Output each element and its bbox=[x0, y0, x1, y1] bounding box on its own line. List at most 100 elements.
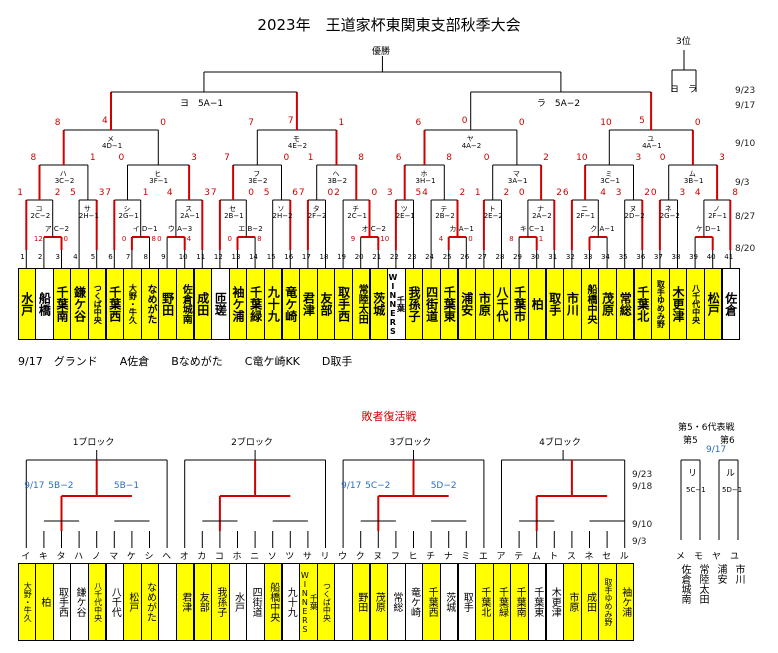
rep-side-kana: ヤ bbox=[712, 552, 722, 562]
rep-kana: ル bbox=[619, 552, 629, 562]
team-number: 36 bbox=[636, 253, 646, 261]
team-name: 取手ゆめみ野 bbox=[656, 280, 666, 328]
team-cell: 佐倉城南 bbox=[175, 268, 195, 340]
round-date: 9/3 bbox=[735, 178, 750, 188]
r16-code: 3E−2 bbox=[248, 177, 268, 185]
rep-kana: ウ bbox=[338, 552, 348, 562]
rep-side-team-name: 常陸太田 bbox=[697, 564, 708, 604]
rep-date: 9/18 bbox=[632, 482, 653, 492]
r32-code: タ bbox=[312, 205, 320, 213]
rep-team-name: 木更津 bbox=[549, 587, 561, 617]
team-number: 14 bbox=[249, 253, 259, 261]
rep-kana: テ bbox=[514, 552, 524, 562]
r32-score: 2 bbox=[459, 188, 466, 198]
team-cell: 匝瑳 bbox=[211, 268, 230, 340]
qf-code: モ bbox=[292, 135, 300, 143]
team-number: 35 bbox=[618, 253, 628, 261]
qf-code: 4D−1 bbox=[102, 142, 123, 150]
team-number: 2 bbox=[37, 253, 43, 261]
rep-team-cell: 茂原 bbox=[369, 563, 389, 641]
round-date: 9/17 bbox=[735, 101, 756, 111]
team-name: 野田 bbox=[160, 292, 175, 316]
team-number: 34 bbox=[601, 253, 611, 261]
team-number: 19 bbox=[337, 253, 347, 261]
score: 0 bbox=[157, 235, 162, 243]
rep-team-cell: 木更津 bbox=[545, 563, 565, 641]
team-number: 17 bbox=[301, 253, 311, 261]
qf-score: 10 bbox=[600, 118, 612, 128]
r1-code: ケ D−1 bbox=[695, 225, 721, 233]
r32-score: 8 bbox=[732, 188, 739, 198]
rep-date: 9/3 bbox=[632, 537, 647, 547]
r16-score: 3 bbox=[635, 153, 642, 163]
third-place-label: 3位 bbox=[676, 37, 691, 47]
r16-code: 3C−2 bbox=[54, 177, 75, 185]
r32-code: ソ bbox=[277, 205, 285, 213]
team-number: 7 bbox=[125, 253, 131, 261]
team-number: 21 bbox=[372, 253, 382, 261]
score: 8 bbox=[509, 235, 514, 243]
r32-code: サ bbox=[83, 205, 91, 213]
r32-code: 2E−2 bbox=[483, 212, 503, 220]
qf-score: 1 bbox=[338, 118, 345, 128]
rep-team-cell: 八千代中央 bbox=[87, 563, 107, 641]
team-name: 船橋中央 bbox=[584, 284, 596, 324]
rep-kana: ト bbox=[549, 552, 559, 562]
rep-side-team: ル bbox=[726, 469, 736, 479]
r16-score: 8 bbox=[30, 153, 37, 163]
team-name: 我孫子 bbox=[406, 286, 421, 322]
rep-team-name: 九十九 bbox=[285, 587, 297, 617]
score: 0 bbox=[468, 235, 473, 243]
score: 8 bbox=[257, 235, 262, 243]
qf-code: 4E−2 bbox=[287, 142, 308, 150]
rep-kana: ニ bbox=[250, 552, 260, 562]
team-name: なめがた bbox=[144, 284, 156, 324]
team-number: 29 bbox=[513, 253, 523, 261]
team-name: 千葉東 bbox=[442, 286, 457, 322]
rep-team-cell: 船橋中央 bbox=[263, 563, 283, 641]
team-cell: 船橋中央 bbox=[580, 268, 600, 340]
r16-score: 3 bbox=[191, 153, 197, 163]
score: 12 bbox=[33, 235, 43, 243]
rep-side-kana: モ bbox=[694, 552, 704, 562]
rep-team-name: 茨城 bbox=[443, 592, 455, 612]
team-name: 四街道 bbox=[424, 286, 439, 322]
qf-code: メ bbox=[107, 135, 114, 143]
rep-kana: ホ bbox=[232, 552, 242, 562]
score: 0 bbox=[227, 235, 232, 243]
team-cell: 取手西 bbox=[334, 268, 353, 340]
rep-team-cell bbox=[334, 563, 353, 641]
r32-code: ス bbox=[185, 205, 193, 213]
qf-score: 7 bbox=[248, 118, 255, 128]
team-cell: 四街道 bbox=[422, 268, 441, 340]
rep-team-cell: 鎌ケ谷 bbox=[70, 563, 89, 641]
r16-score: 8 bbox=[358, 153, 365, 163]
score: 10 bbox=[380, 235, 390, 243]
team-number: 3 bbox=[55, 253, 60, 261]
r32-score: 1 bbox=[474, 188, 481, 198]
rep-team-name: 松戸 bbox=[126, 592, 138, 612]
rep-kana: サ bbox=[302, 552, 312, 562]
team-cell: 鎌ケ谷 bbox=[70, 268, 89, 340]
team-number: 39 bbox=[689, 253, 699, 261]
rep-team-name: 袖ケ浦 bbox=[619, 587, 631, 617]
rep-team-cell: 千葉西 bbox=[422, 563, 441, 641]
r32-score: 2 bbox=[503, 188, 510, 198]
r16-score: 10 bbox=[576, 153, 588, 163]
team-cell: なめがた bbox=[140, 268, 160, 340]
team-number: 4 bbox=[73, 253, 78, 261]
r16-score: 1 bbox=[89, 153, 96, 163]
team-name: 成田 bbox=[195, 292, 210, 316]
rep-team-name: 常総 bbox=[390, 592, 402, 612]
team-name: 千葉WINNERS bbox=[388, 272, 406, 336]
r32-score: 0 bbox=[248, 188, 255, 198]
rep-team-name: 八千代中央 bbox=[93, 582, 103, 622]
score: 9 bbox=[350, 235, 356, 243]
rep-team-name: 水戸 bbox=[232, 592, 244, 612]
team-cell: 木更津 bbox=[668, 268, 688, 340]
team-name: 八千代中央 bbox=[691, 284, 701, 324]
third-team: ラ bbox=[688, 85, 698, 95]
team-cell: 千葉西 bbox=[105, 268, 125, 340]
team-name: 佐倉城南 bbox=[180, 284, 192, 324]
